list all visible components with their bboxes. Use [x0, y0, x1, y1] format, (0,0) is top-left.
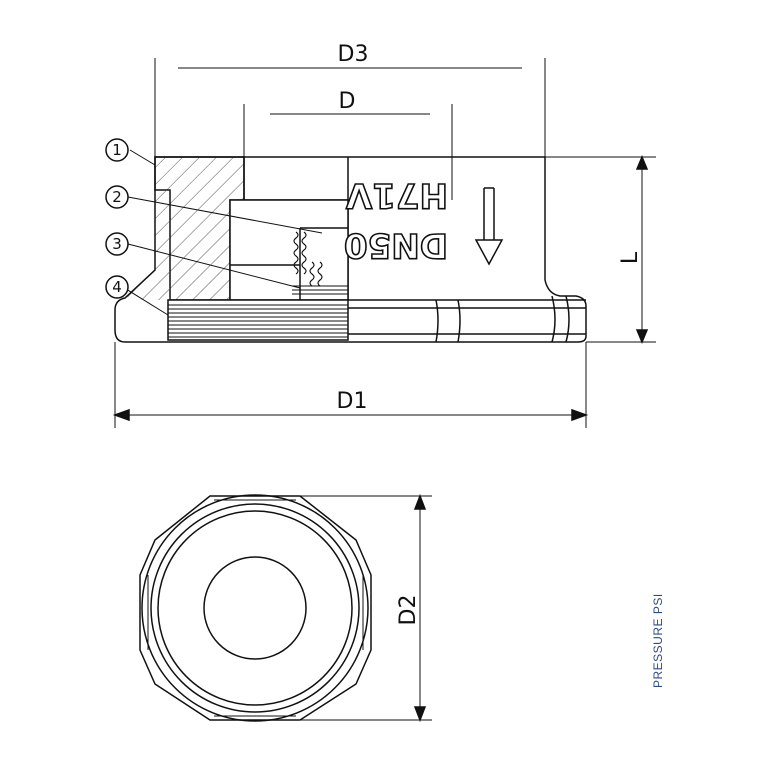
callout-circle-2: [105, 185, 129, 209]
dimension-label-d: D: [339, 89, 356, 114]
body-outline: [114, 156, 587, 343]
disc-chamber: [229, 199, 349, 301]
body-marking: DN50 H71V: [343, 174, 449, 266]
callout-label-4: 4: [112, 278, 122, 296]
callout-circle-3: [105, 232, 129, 256]
threaded-insert: [167, 299, 349, 341]
bore-circle: [203, 556, 307, 660]
brand-watermark: PRESSURE PSI: [651, 593, 665, 688]
thread-ring: [157, 510, 353, 706]
hatched-flange-section: [125, 190, 170, 300]
callout-label-3: 3: [112, 235, 122, 253]
end-view: [139, 493, 432, 723]
callout-circle-4: [105, 275, 129, 299]
middle-ring: [150, 503, 360, 713]
flow-arrow-icon: [474, 187, 504, 266]
body-marking-model: H71V: [345, 175, 448, 215]
dimension-label-d1: D1: [337, 389, 368, 414]
dimension-label-l: L: [618, 251, 643, 264]
outer-ring: [141, 494, 369, 722]
spring-coils: [292, 231, 348, 295]
dimension-label-d3: D3: [338, 42, 369, 67]
side-section-view: [105, 58, 656, 428]
callout-circle-1: [105, 138, 129, 162]
callout-label-2: 2: [112, 188, 122, 206]
body-marking-size: DN50: [344, 225, 448, 265]
callout-label-1: 1: [112, 141, 122, 159]
thread-lines: [168, 304, 348, 338]
dimension-label-d2: D2: [396, 595, 421, 626]
